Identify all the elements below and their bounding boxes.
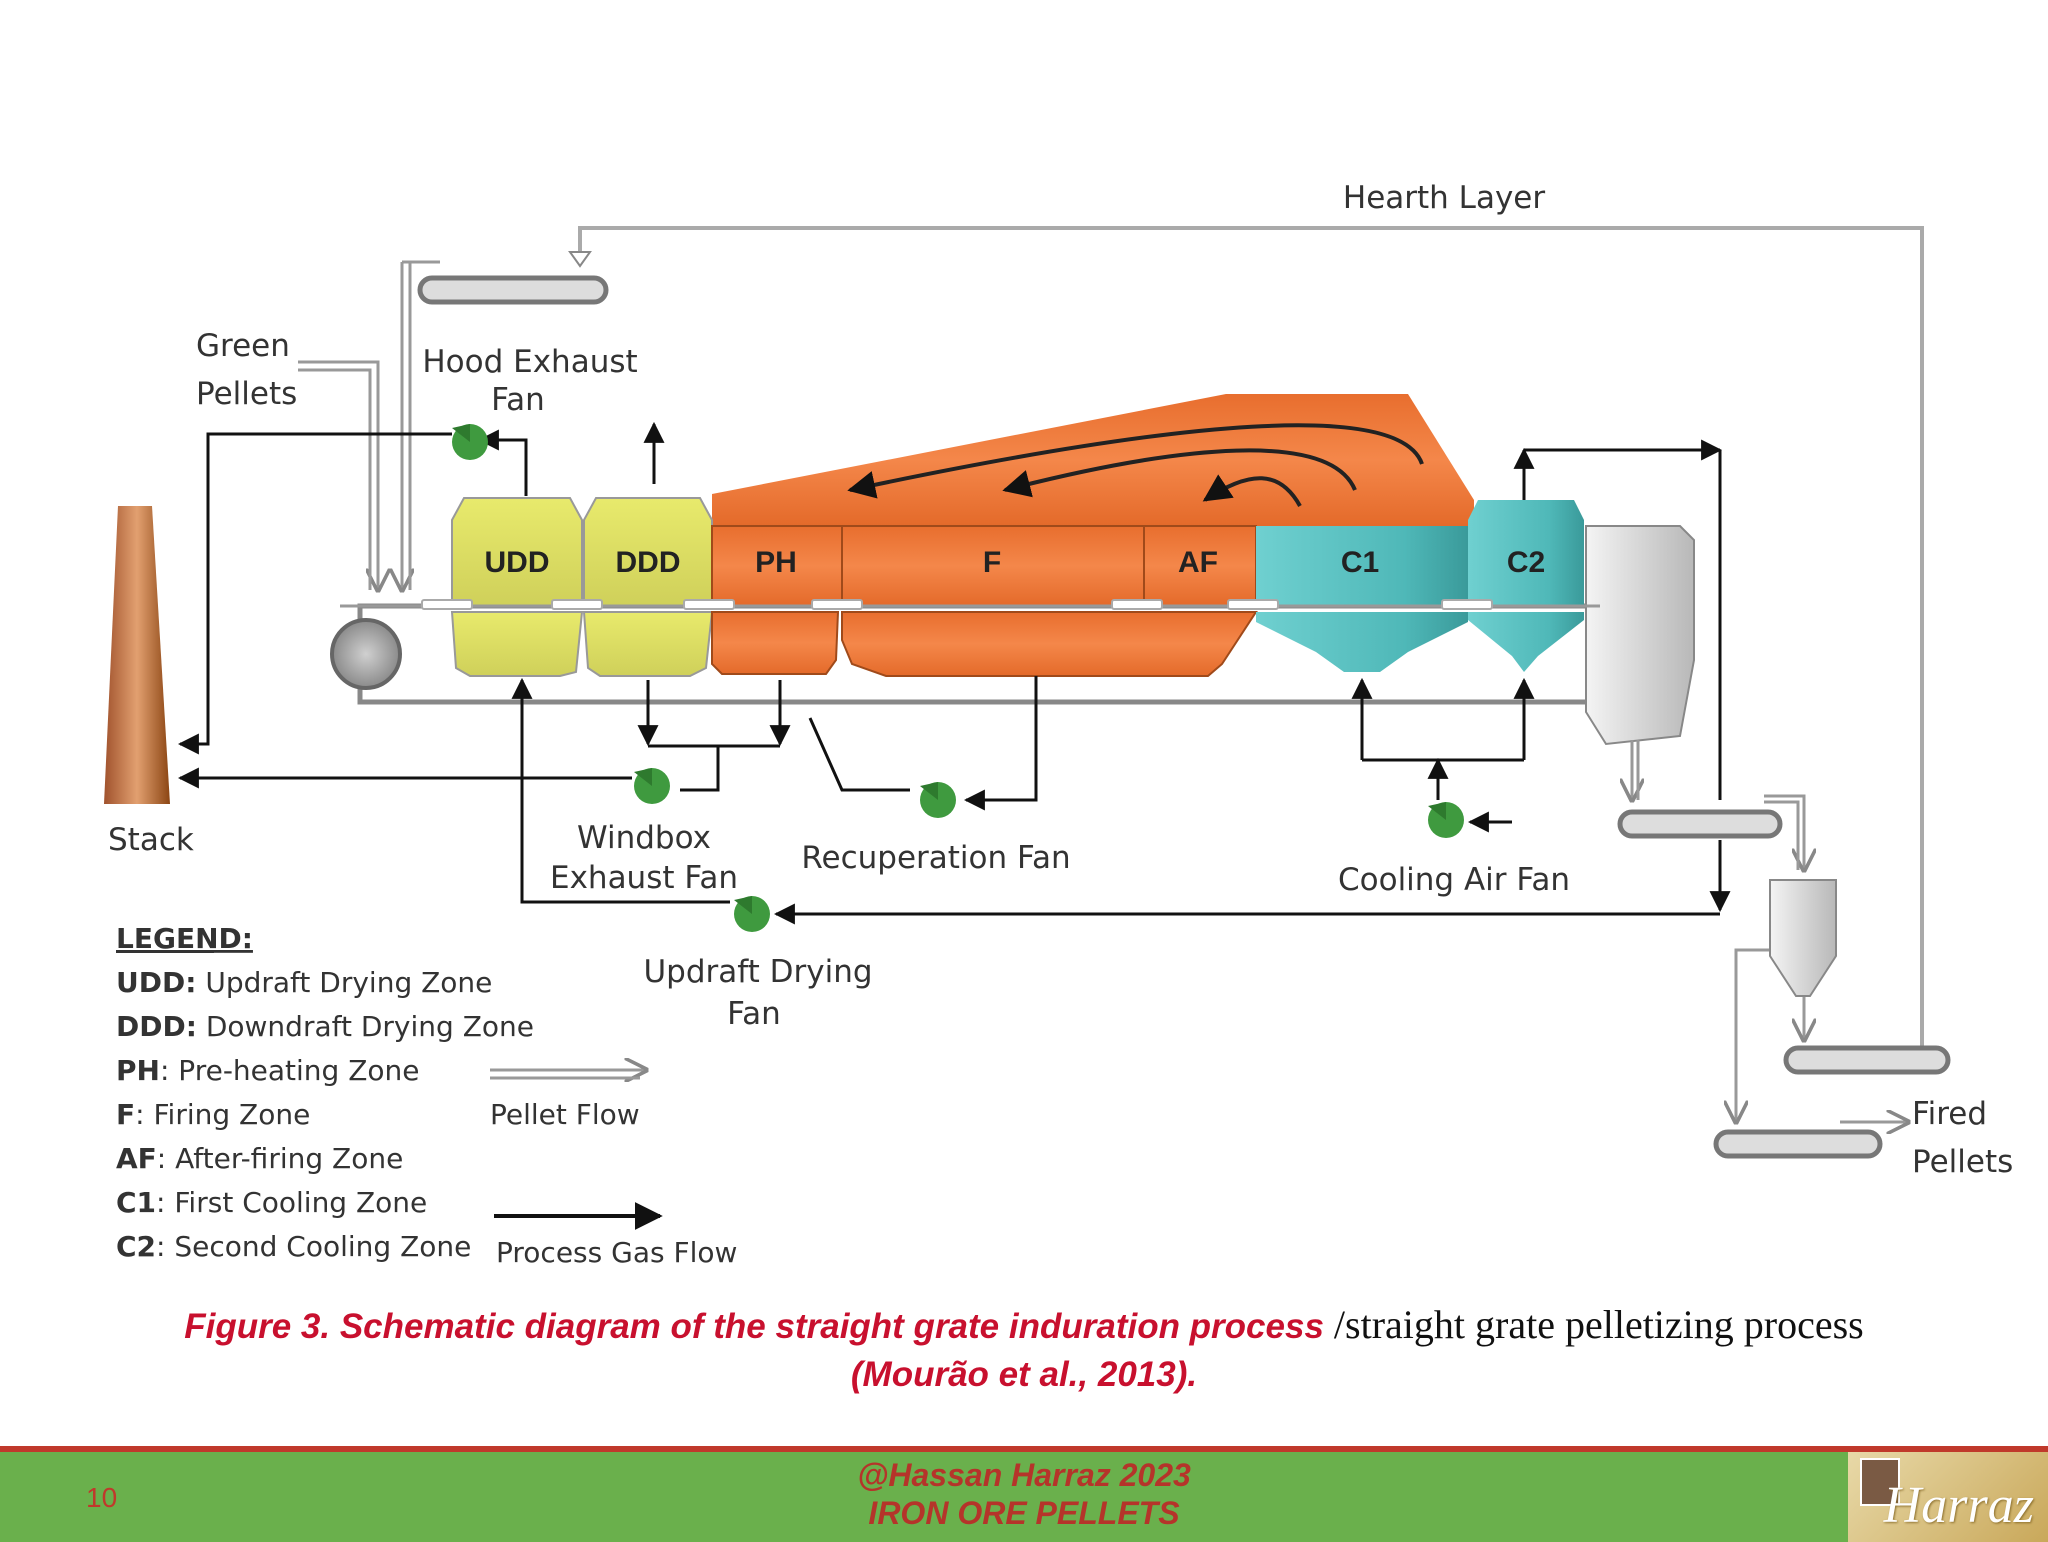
hood-gas-recirculation	[847, 423, 1424, 507]
legend-item-ph: PH: Pre-heating Zone	[116, 1054, 420, 1087]
label-green-pellets-2: Pellets	[196, 376, 297, 412]
legend-process-gas-label: Process Gas Flow	[496, 1236, 737, 1269]
green-pellets-feed	[298, 260, 440, 590]
discharge-conveyor	[1617, 809, 1783, 839]
windbox-exhaust-fan-icon	[634, 768, 670, 804]
label-green-pellets-1: Green	[196, 328, 290, 364]
discharge-system	[1632, 740, 1908, 1122]
stack	[104, 506, 170, 804]
legend-item-ddd: DDD: Downdraft Drying Zone	[116, 1010, 534, 1043]
legend-item-c1: C1: First Cooling Zone	[116, 1186, 427, 1219]
label-updraft-drying-fan-1: Updraft Drying	[643, 954, 872, 990]
zone-c2	[1468, 500, 1584, 672]
pellet-flow-arrows	[421, 599, 1493, 610]
zone-ddd	[582, 497, 714, 677]
screen	[1769, 879, 1837, 997]
firing-hood	[712, 394, 1474, 526]
zone-label-ph: PH	[755, 546, 797, 579]
slide-number: 10	[86, 1482, 118, 1513]
label-updraft-drying-fan-2: Fan	[727, 996, 781, 1032]
hearth-return-conveyor	[1783, 1045, 1951, 1075]
legend-title: LEGEND:	[116, 922, 253, 955]
label-windbox-exhaust-fan-1: Windbox	[577, 820, 711, 856]
caption-line-2: (Mourão et al., 2013).	[0, 1350, 2048, 1398]
process-gas-lines	[177, 421, 1731, 925]
label-hood-exhaust-fan-2: Fan	[491, 382, 545, 418]
legend-item-c2: C2: Second Cooling Zone	[116, 1230, 471, 1263]
zone-label-c1: C1	[1341, 546, 1379, 579]
recuperation-fan-icon	[920, 782, 956, 818]
label-hood-exhaust-fan-1: Hood Exhaust	[422, 344, 637, 380]
label-fired-pellets-2: Pellets	[1912, 1144, 2013, 1180]
legend-item-af: AF: After-firing Zone	[116, 1142, 403, 1175]
discharge-chute	[1585, 525, 1695, 746]
label-cooling-air-fan: Cooling Air Fan	[1338, 862, 1570, 898]
product-conveyor	[1713, 1129, 1883, 1159]
legend-pellet-flow-label: Pellet Flow	[490, 1098, 640, 1131]
zone-label-ddd: DDD	[616, 546, 681, 579]
label-fired-pellets-1: Fired	[1912, 1096, 1987, 1132]
straight-grate-diagram: UDD DDD PH F AF C1 C2	[104, 180, 2013, 1269]
legend: LEGEND: UDD: Updraft Drying Zone DDD: Do…	[116, 922, 737, 1269]
caption-line-1: Figure 3. Schematic diagram of the strai…	[0, 1302, 2048, 1350]
hood-exhaust-fan-icon	[452, 424, 488, 460]
hearth-layer-line	[578, 226, 1924, 1052]
hearth-conveyor	[417, 275, 609, 305]
zone-label-f: F	[983, 546, 1001, 579]
logo-text: Harraz	[1883, 1477, 2034, 1534]
label-windbox-exhaust-fan-2: Exhaust Fan	[550, 860, 738, 896]
caption-citation: (Mourão et al., 2013).	[850, 1355, 1198, 1394]
zone-label-c2: C2	[1507, 546, 1545, 579]
caption-title: Figure 3. Schematic diagram of the strai…	[184, 1307, 1324, 1346]
left-pulley	[330, 618, 402, 690]
footer-topic: IRON ORE PELLETS	[868, 1495, 1180, 1531]
updraft-drying-fan-icon	[734, 896, 770, 932]
zone-udd	[450, 497, 584, 677]
slide-footer: 10 @Hassan Harraz 2023 IRON ORE PELLETS …	[0, 1446, 2048, 1542]
cooling-air-fan-icon	[1428, 802, 1464, 838]
zone-label-af: AF	[1178, 546, 1218, 579]
legend-item-f: F: Firing Zone	[116, 1098, 310, 1131]
zone-ph-f-af	[711, 525, 1258, 677]
label-hearth-layer: Hearth Layer	[1343, 180, 1545, 216]
label-recuperation-fan: Recuperation Fan	[801, 840, 1070, 876]
zone-label-udd: UDD	[485, 546, 550, 579]
footer-text: @Hassan Harraz 2023 IRON ORE PELLETS	[0, 1456, 2048, 1532]
zone-c1	[1256, 526, 1468, 672]
legend-item-udd: UDD: Updraft Drying Zone	[116, 966, 492, 999]
harraz-logo: Harraz	[1848, 1452, 2048, 1542]
caption-subtitle: /straight grate pelletizing process	[1323, 1302, 1864, 1347]
legend-pellet-flow-arrow	[490, 1070, 646, 1078]
label-stack: Stack	[108, 822, 194, 858]
hearth-layer-arrowhead	[568, 251, 592, 268]
author-photo	[1860, 1458, 1900, 1506]
footer-author: @Hassan Harraz 2023	[857, 1457, 1191, 1493]
figure-caption: Figure 3. Schematic diagram of the strai…	[0, 1302, 2048, 1398]
